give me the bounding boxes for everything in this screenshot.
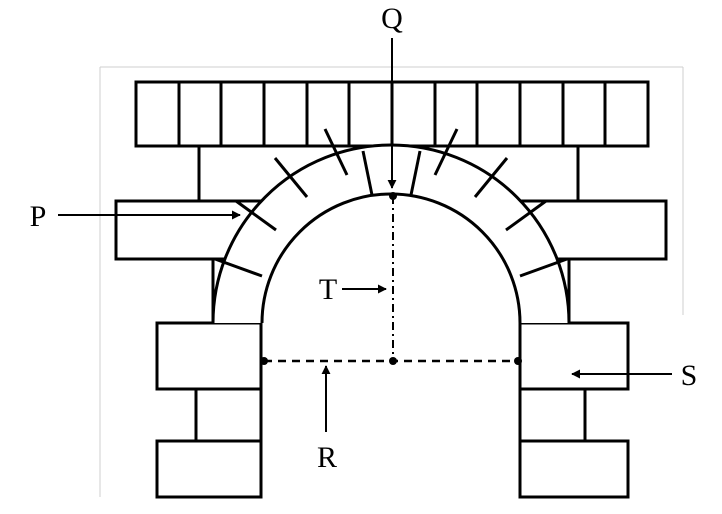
part-labels: Q P T R S bbox=[30, 2, 698, 474]
left-impost-block bbox=[155, 321, 263, 391]
label-q: Q bbox=[381, 2, 403, 35]
leader-arrows bbox=[58, 38, 672, 432]
side-blocks bbox=[114, 199, 668, 499]
rise-dimension bbox=[389, 192, 397, 361]
span-dimension bbox=[260, 357, 522, 365]
label-t: T bbox=[319, 273, 337, 306]
label-p: P bbox=[30, 200, 47, 233]
voussoir-joints bbox=[214, 128, 568, 278]
right-impost-block bbox=[518, 321, 630, 391]
label-r: R bbox=[317, 441, 337, 474]
left-base-block bbox=[155, 439, 263, 499]
right-base-block bbox=[518, 439, 630, 499]
label-s: S bbox=[681, 359, 698, 392]
